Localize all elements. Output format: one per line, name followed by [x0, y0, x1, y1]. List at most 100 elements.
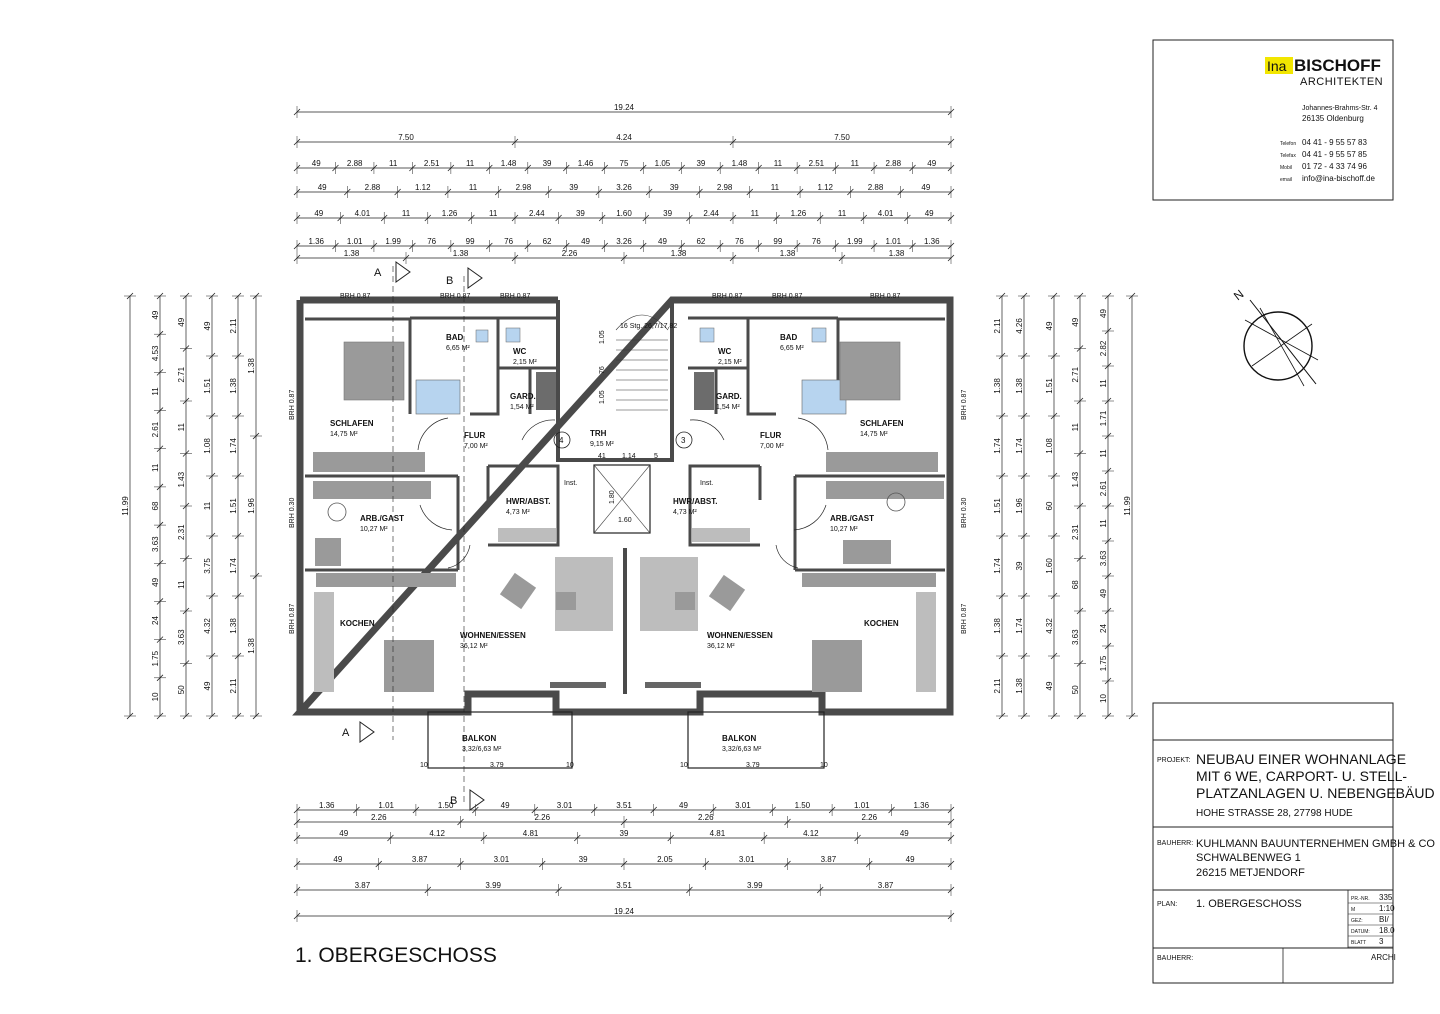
- brh-top: BRH 0.87: [712, 293, 742, 300]
- dimension-label: 1.75: [151, 650, 160, 666]
- dimension-label: 1.48: [732, 159, 748, 168]
- room-area: 1,54 M²: [716, 404, 740, 411]
- dimension-label: 3.26: [616, 183, 632, 192]
- dimension-label: 1.74: [1015, 618, 1024, 634]
- dimension-label: 1.01: [347, 237, 363, 246]
- room-area: 4,73 M²: [506, 509, 530, 516]
- dimension-label: 39: [696, 159, 705, 168]
- room-name: GARD.: [716, 392, 742, 401]
- office-street: Johannes-Brahms-Str. 4: [1302, 105, 1378, 112]
- meta-label: GEZ:: [1351, 918, 1363, 924]
- room-area: 1,54 M²: [510, 404, 534, 411]
- dimension-label: 11: [489, 209, 498, 218]
- kitchen-counter-right: [916, 592, 936, 692]
- dimension-label: 1.60: [1045, 558, 1054, 574]
- brh-top: BRH 0.87: [870, 293, 900, 300]
- run-a: 1.05: [599, 330, 606, 344]
- dimension-label: 76: [427, 237, 436, 246]
- dimension-label: 3.75: [203, 558, 212, 574]
- balcony-dim: 10: [820, 762, 828, 769]
- room-name: KOCHEN: [340, 619, 375, 628]
- dimension-label: 1.96: [247, 498, 256, 514]
- dimension-label: 1.74: [229, 438, 238, 454]
- dimension-label: 11: [774, 159, 783, 168]
- dimension-label: 7.50: [834, 133, 850, 142]
- unit-4-marker: [553, 431, 571, 449]
- dimension-label: 1.75: [1099, 655, 1108, 671]
- logo-mark-bg: [1265, 57, 1293, 74]
- dimension-label: 11: [771, 183, 780, 192]
- contact-value: 01 72 - 4 33 74 96: [1302, 162, 1367, 171]
- dimension-label: 75: [620, 159, 629, 168]
- office-block: Ina BISCHOFF ARCHITEKTEN Johannes-Brahms…: [1152, 39, 1394, 201]
- room-area: 3,32/6,63 M²: [722, 746, 762, 753]
- office-city: 26135 Oldenburg: [1302, 114, 1364, 123]
- room-area: 2,15 M²: [718, 359, 742, 366]
- dimension-label: 11.99: [1123, 496, 1132, 516]
- dimension-label: 3.87: [355, 881, 371, 890]
- wardrobe-right: [694, 372, 714, 410]
- dimension-label: 39: [670, 183, 679, 192]
- room-area: 3,32/6,63 M²: [462, 746, 502, 753]
- dimension-label: 4.81: [710, 829, 726, 838]
- run-c: 1.05: [599, 390, 606, 404]
- desk-left: [313, 481, 431, 499]
- dimension-label: 2.31: [177, 524, 186, 540]
- room-area: 6,65 M²: [446, 345, 470, 352]
- dimension-label: 4.01: [878, 209, 894, 218]
- dimension-label: 11: [151, 387, 160, 396]
- dimension-label: 1.50: [795, 801, 811, 810]
- north-circle: [1243, 311, 1313, 381]
- kitchen-upper-left: [316, 573, 456, 587]
- dimension-label: 50: [1071, 685, 1080, 694]
- dimension-label: 39: [1015, 561, 1024, 570]
- dimension-label: 3.01: [739, 855, 755, 864]
- dimension-label: 3.87: [878, 881, 894, 890]
- dimension-label: 1.38: [780, 249, 796, 258]
- dimension-label: 2.61: [151, 421, 160, 437]
- stair-treads: [616, 339, 668, 411]
- section-arrow-b-bottom: [469, 789, 485, 811]
- dimension-label: 62: [543, 237, 552, 246]
- room-area: 4,73 M²: [673, 509, 697, 516]
- dimension-label: 2.88: [347, 159, 363, 168]
- title-block: PROJEKT: NEUBAU EINER WOHNANLAGE MIT 6 W…: [1152, 702, 1435, 984]
- dimension-label: 99: [466, 237, 475, 246]
- projekt-line-3: PLATZANLAGEN U. NEBENGEBÄUD: [1196, 785, 1435, 801]
- dimension-label: 68: [1071, 580, 1080, 589]
- dimension-label: 1.51: [1045, 378, 1054, 394]
- section-arrow-a-bottom: [359, 721, 375, 743]
- dimension-label: 2.26: [371, 813, 387, 822]
- dimension-label: 49: [906, 855, 915, 864]
- dimension-label: 1.43: [1071, 471, 1080, 487]
- dimension-label: 1.26: [791, 209, 807, 218]
- section-arrow-a-top: [395, 261, 411, 283]
- kitchen-upper-right: [802, 573, 936, 587]
- dimension-label: 49: [1045, 321, 1054, 330]
- balcony-dim: 3.79: [746, 762, 760, 769]
- dimension-label: 2.51: [424, 159, 440, 168]
- room-area: 6,65 M²: [780, 345, 804, 352]
- dimension-label: 1.71: [1099, 410, 1108, 426]
- dimension-label: 2.26: [698, 813, 714, 822]
- dimension-label: 1.38: [889, 249, 905, 258]
- room-name: FLUR: [760, 431, 782, 440]
- room-area: 10,27 M²: [830, 526, 858, 533]
- dimension-label: 1.38: [247, 358, 256, 374]
- room-area: 36,12 M²: [707, 643, 735, 650]
- washbasin-left: [475, 329, 489, 343]
- dimension-label: 2.11: [993, 678, 1002, 694]
- dimension-label: 4.32: [1045, 618, 1054, 634]
- stair-labels: TRH 9,15 M² 16 Stg. 26,7/17,82 4 3 Inst.…: [559, 323, 713, 524]
- dimension-label: 1.26: [442, 209, 458, 218]
- dimension-label: 11: [469, 183, 478, 192]
- dimension-label: 11: [1099, 519, 1108, 528]
- dimension-label: 1.12: [415, 183, 431, 192]
- brh-top: BRH 0.87: [340, 293, 370, 300]
- contact-value: info@ina-bischoff.de: [1302, 174, 1375, 183]
- dimension-label: 1.01: [886, 237, 902, 246]
- bed-right: [839, 341, 901, 401]
- inst-left: Inst.: [564, 480, 577, 487]
- dimension-label: 3.63: [1099, 550, 1108, 566]
- dimension-label: 39: [620, 829, 629, 838]
